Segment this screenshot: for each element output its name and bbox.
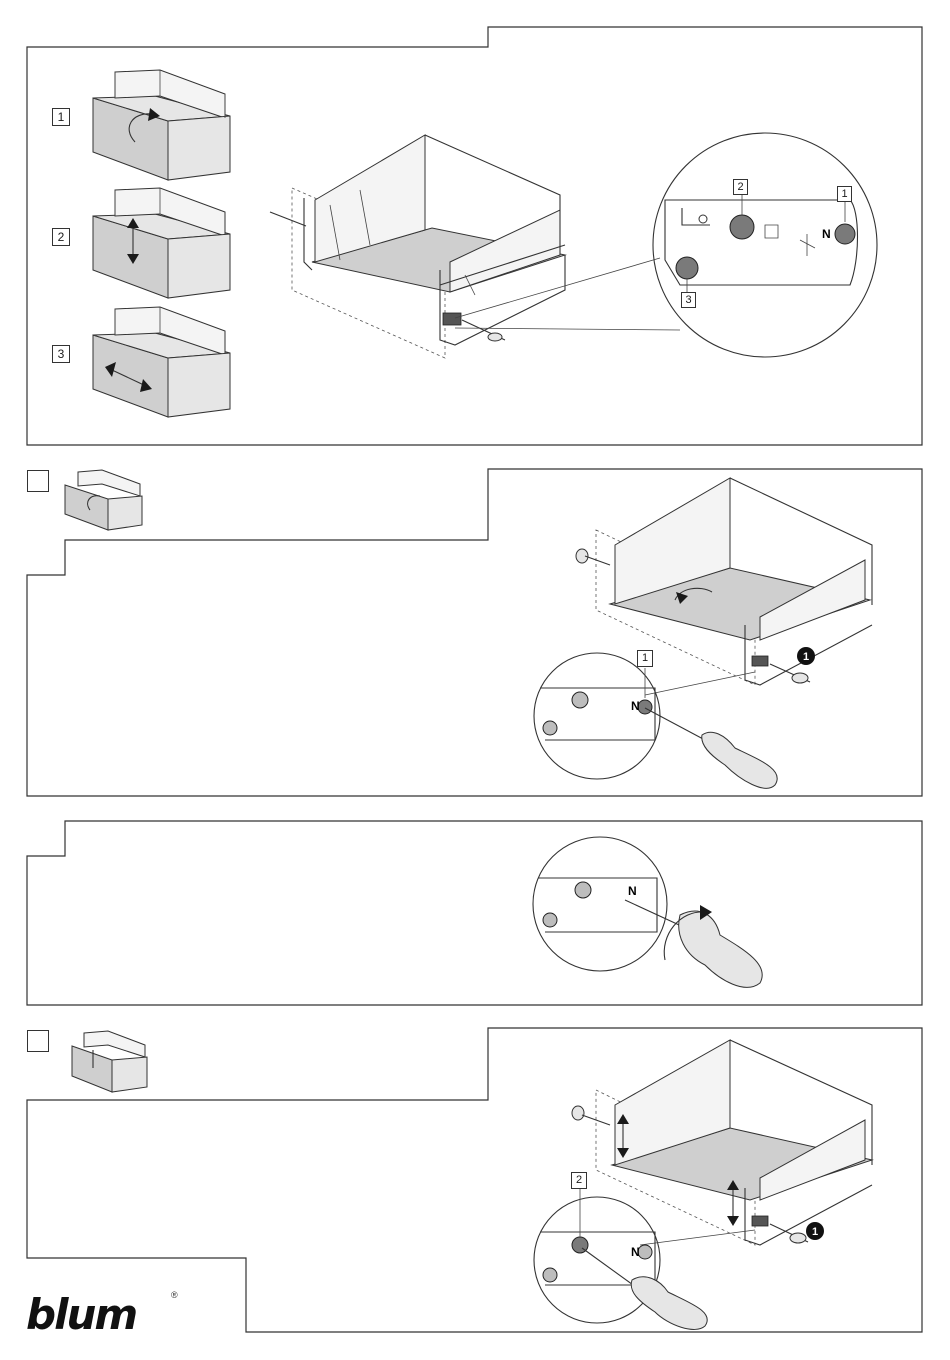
step-2-label: 2 — [52, 228, 70, 246]
detail-circle-section-3: N — [533, 837, 762, 987]
section-2-step-box — [27, 470, 49, 492]
callout-2-section-4: 2 — [571, 1172, 587, 1189]
n-mark: N — [822, 227, 831, 241]
detail-circle-section-4: N — [534, 1188, 755, 1329]
large-drawer-main — [270, 135, 565, 358]
callout-2-main: 2 — [733, 179, 748, 195]
registered-mark: ® — [171, 1290, 178, 1300]
large-drawer-section-2 — [576, 478, 872, 685]
n-mark-section-3: N — [628, 884, 637, 898]
step-3-label: 3 — [52, 345, 70, 363]
section-2-frame — [27, 469, 922, 796]
small-drawer-step-3 — [93, 307, 230, 417]
detail-circle-section-2: N — [534, 653, 777, 788]
icon-drawer-rotate — [65, 470, 142, 530]
n-mark-section-2: N — [631, 699, 640, 713]
callout-1-section-2: 1 — [637, 650, 653, 667]
step-1-label: 1 — [52, 108, 70, 126]
n-mark-section-4: N — [631, 1245, 640, 1259]
callout-1-main: 1 — [837, 186, 852, 202]
bullet-1-text-section-2: 1 — [803, 651, 809, 663]
large-drawer-section-4 — [572, 1040, 872, 1245]
small-drawer-step-2 — [93, 188, 230, 298]
blum-logo-text: blum — [26, 1290, 136, 1339]
small-drawer-step-1 — [93, 70, 230, 180]
bullet-1-text-section-4: 1 — [812, 1226, 818, 1238]
callout-3-main: 3 — [681, 292, 696, 308]
section-3-frame — [27, 821, 922, 1005]
icon-drawer-vertical — [72, 1031, 147, 1092]
blum-logo: blum — [26, 1290, 136, 1339]
section-4-step-box — [27, 1030, 49, 1052]
